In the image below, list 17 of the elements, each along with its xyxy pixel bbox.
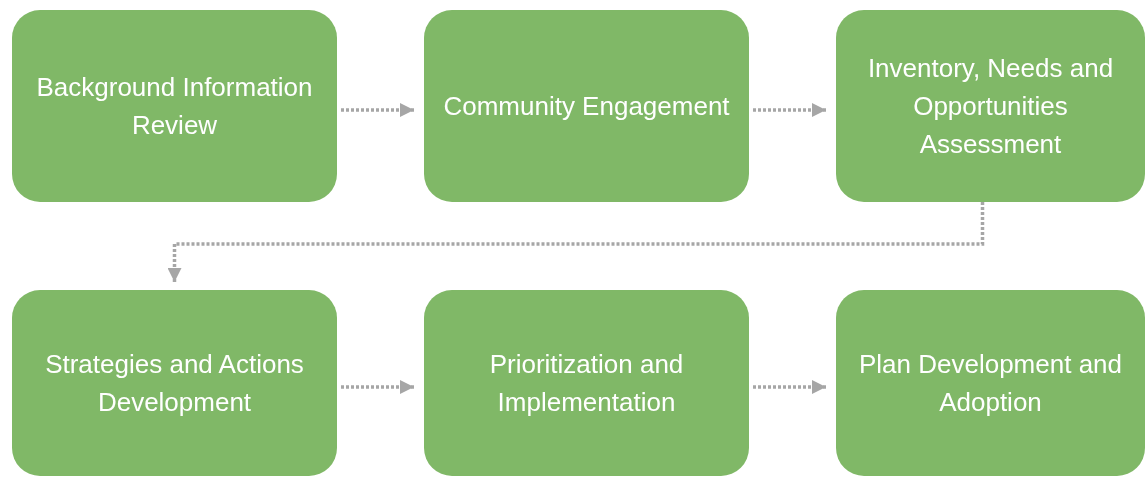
process-box	[836, 10, 1145, 202]
process-box	[836, 290, 1145, 476]
process-box	[424, 290, 749, 476]
arrow	[341, 380, 414, 394]
arrow	[341, 103, 414, 117]
box-label: Community Engagement	[443, 90, 730, 123]
arrow	[753, 380, 826, 394]
arrow	[753, 103, 826, 117]
box-label: Plan Development and Adoption	[857, 348, 1124, 419]
box-label: Background Information Review	[35, 71, 314, 142]
box-label: Inventory, Needs and Opportunities Assessment	[866, 52, 1115, 161]
process-box	[424, 10, 749, 202]
process-box	[12, 290, 337, 476]
arrow	[167, 202, 985, 282]
box-label: Strategies and Actions Development	[44, 348, 305, 419]
box-label: Prioritization and Implementation	[488, 348, 685, 419]
process-box	[12, 10, 337, 202]
